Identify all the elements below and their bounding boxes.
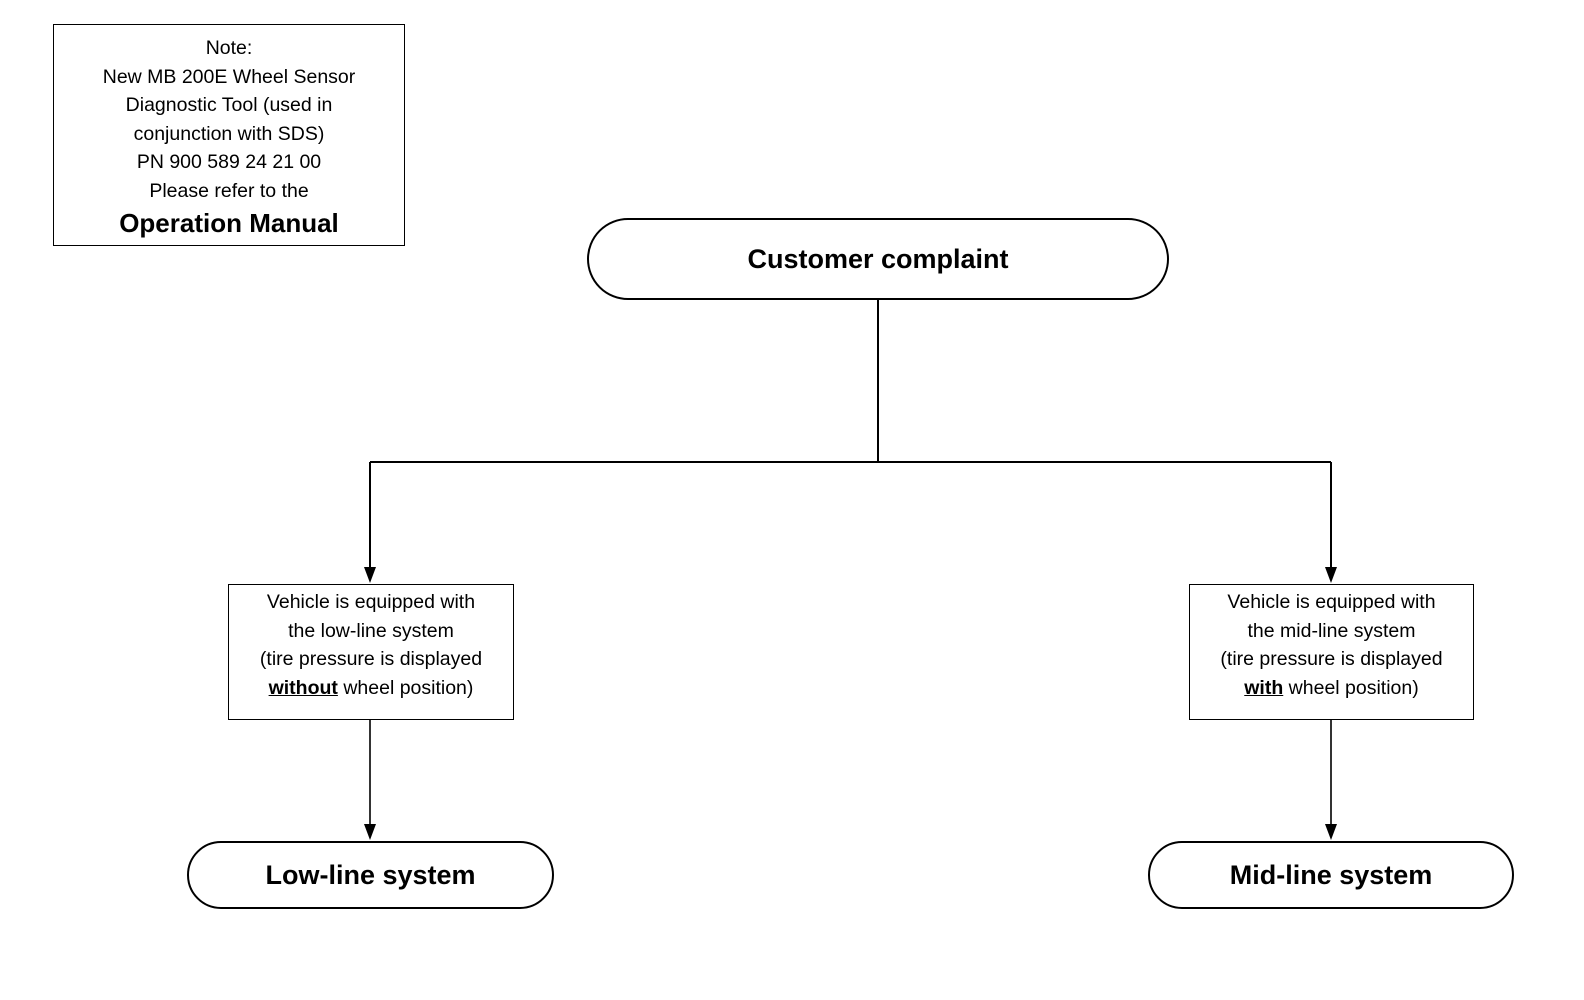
low-box-line2: the low-line system	[288, 619, 454, 642]
mid-box-line2: the mid-line system	[1247, 619, 1416, 642]
low-line-system-label: Low-line system	[265, 859, 476, 890]
mid-line-system-node: Mid-line system	[1148, 841, 1514, 909]
mid-box-line1: Vehicle is equipped with	[1227, 591, 1436, 613]
mid-box-line4: with wheel position)	[1190, 674, 1473, 703]
note-line: New MB 200E Wheel Sensor	[102, 65, 356, 88]
note-line: Please refer to the	[149, 179, 309, 202]
low-box-tail: wheel position)	[337, 676, 474, 699]
arrowhead-mid-box	[1325, 567, 1337, 583]
customer-complaint-node: Customer complaint	[587, 218, 1169, 300]
mid-box-tail: wheel position)	[1283, 676, 1419, 699]
note-box: Note: New MB 200E Wheel Sensor Diagnosti…	[53, 24, 405, 246]
note-line: PN 900 589 24 21 00	[136, 151, 322, 174]
low-line-system-node: Low-line system	[187, 841, 554, 909]
note-heading: Note:	[205, 37, 253, 59]
low-box-line3: (tire pressure is displayed	[259, 648, 483, 671]
low-box-line1: Vehicle is equipped with	[266, 591, 476, 613]
mid-box-line3: (tire pressure is displayed	[1220, 648, 1443, 671]
mid-line-system-label: Mid-line system	[1229, 859, 1433, 890]
low-line-condition-box: Vehicle is equipped with the low-line sy…	[228, 584, 514, 720]
note-operation-manual: Operation Manual	[119, 207, 339, 238]
note-line: Diagnostic Tool (used in	[125, 94, 333, 117]
low-box-line4: without wheel position)	[229, 674, 513, 703]
arrowhead-low-box	[364, 567, 376, 583]
arrowhead-low-result	[364, 824, 376, 840]
low-box-emphasis: without	[268, 676, 338, 699]
arrowhead-mid-result	[1325, 824, 1337, 840]
mid-line-condition-box: Vehicle is equipped with the mid-line sy…	[1189, 584, 1474, 720]
note-line: conjunction with SDS)	[133, 122, 325, 145]
customer-complaint-label: Customer complaint	[747, 243, 1009, 274]
mid-box-emphasis: with	[1244, 676, 1284, 699]
